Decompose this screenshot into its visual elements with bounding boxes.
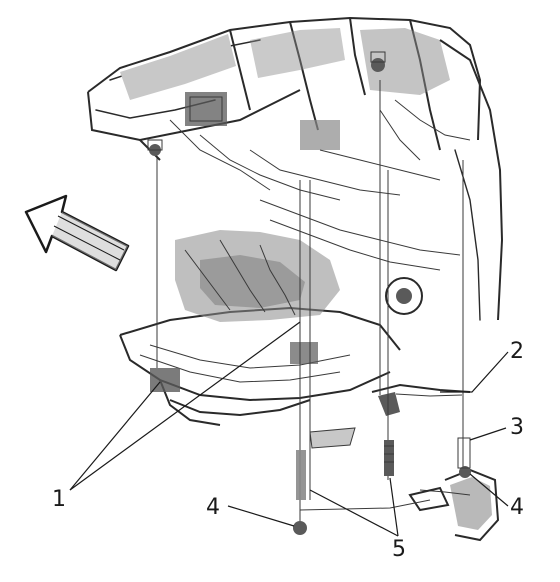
nut-right bbox=[459, 466, 471, 478]
callout-label-3: 3 bbox=[510, 415, 524, 440]
bracket-part-2 bbox=[371, 383, 471, 416]
bolt-right bbox=[384, 440, 394, 476]
callout-label-2: 2 bbox=[510, 339, 524, 364]
callout-label-5: 5 bbox=[392, 537, 406, 562]
nut-left bbox=[293, 521, 307, 535]
upper-frame-structure bbox=[87, 16, 504, 321]
callout-label-1: 1 bbox=[52, 487, 66, 512]
bracket-part-3 bbox=[408, 468, 500, 542]
fasteners bbox=[293, 437, 471, 535]
bolt-left bbox=[296, 450, 306, 500]
lower-cradle-subframe bbox=[119, 230, 401, 449]
callout-label-4-left: 4 bbox=[206, 495, 220, 520]
callout-leader-lines bbox=[69, 321, 509, 537]
callout-label-4-right: 4 bbox=[510, 495, 524, 520]
alignment-guide-lines bbox=[156, 80, 464, 525]
forward-direction-arrow-icon bbox=[24, 194, 130, 272]
callout-labels: 1 2 3 4 4 5 bbox=[52, 339, 524, 562]
